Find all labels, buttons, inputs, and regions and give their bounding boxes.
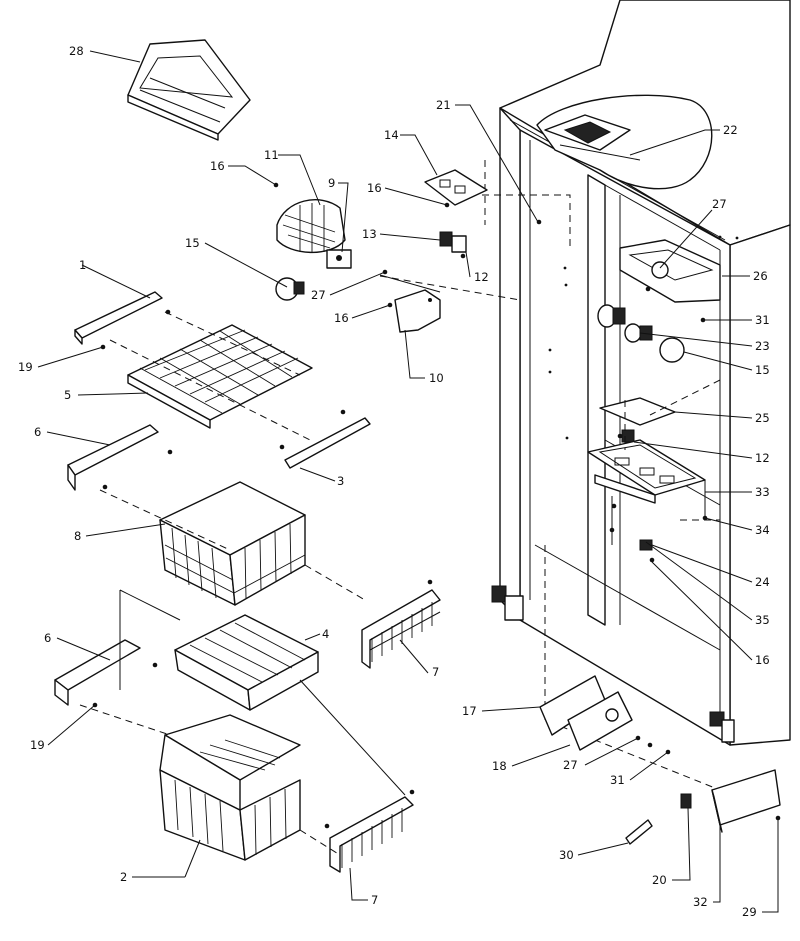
switch-assembly — [424, 169, 488, 253]
leader-lines — [37, 50, 779, 913]
shelf-rail-3 — [284, 417, 371, 469]
callout-32: 32 — [693, 895, 708, 909]
callout-16c: 16 — [367, 181, 382, 195]
callout-7b: 7 — [371, 893, 378, 907]
callout-33: 33 — [755, 485, 770, 499]
basket-lower — [159, 714, 301, 861]
toe-grille — [711, 769, 781, 833]
callout-30: 30 — [559, 848, 574, 862]
grille-panel-lower — [329, 796, 414, 873]
callout-17: 17 — [462, 704, 477, 718]
callout-5: 5 — [64, 388, 71, 402]
fan-assembly — [276, 199, 352, 269]
ice-bin — [127, 39, 251, 141]
callout-15b: 15 — [755, 363, 770, 377]
basket-middle — [174, 614, 319, 711]
callout-7: 7 — [432, 665, 439, 679]
callout-16: 16 — [210, 159, 225, 173]
callout-27: 27 — [311, 288, 326, 302]
callout-15: 15 — [185, 236, 200, 250]
callout-14: 14 — [384, 128, 399, 142]
fan-bracket — [379, 274, 441, 333]
callout-23: 23 — [755, 339, 770, 353]
shelf-rail-6 — [67, 424, 159, 491]
callout-labels: 28 11 16 9 15 27 16 10 14 16 13 12 21 22… — [18, 44, 770, 919]
cover-plates — [539, 675, 633, 751]
callout-25: 25 — [755, 411, 770, 425]
callout-6b: 6 — [44, 631, 51, 645]
basket-upper — [159, 481, 306, 606]
callout-31b: 31 — [610, 773, 625, 787]
callout-12b: 12 — [755, 451, 770, 465]
callout-8: 8 — [74, 529, 81, 543]
callout-31: 31 — [755, 313, 770, 327]
callout-35: 35 — [755, 613, 770, 627]
callout-26: 26 — [753, 269, 768, 283]
callout-16d: 16 — [755, 653, 770, 667]
callout-34: 34 — [755, 523, 770, 537]
callout-19: 19 — [18, 360, 33, 374]
callout-20: 20 — [652, 873, 667, 887]
callout-21: 21 — [436, 98, 451, 112]
callout-4: 4 — [322, 627, 329, 641]
heater-assembly — [587, 439, 706, 551]
callout-13: 13 — [362, 227, 377, 241]
callout-19b: 19 — [30, 738, 45, 752]
callout-1: 1 — [79, 258, 86, 272]
callout-3: 3 — [337, 474, 344, 488]
callout-16b: 16 — [334, 311, 349, 325]
ice-chute-housing — [536, 94, 713, 190]
callout-11: 11 — [264, 148, 279, 162]
callout-6: 6 — [34, 425, 41, 439]
callout-27c: 27 — [563, 758, 578, 772]
light-housing — [619, 239, 721, 303]
callout-27b: 27 — [712, 197, 727, 211]
shelf-rail-6b — [54, 639, 141, 706]
callout-2: 2 — [120, 870, 127, 884]
shelf-rail-1 — [74, 291, 163, 345]
callout-24: 24 — [755, 575, 770, 589]
callout-29: 29 — [742, 905, 757, 919]
light-bulb — [275, 277, 305, 301]
callout-12: 12 — [474, 270, 489, 284]
wire-shelf — [127, 324, 313, 429]
callout-10: 10 — [429, 371, 444, 385]
callout-9: 9 — [328, 176, 335, 190]
socket-and-bulb — [597, 304, 685, 363]
callout-18: 18 — [492, 759, 507, 773]
drain-tube — [625, 793, 692, 845]
callout-22: 22 — [723, 123, 738, 137]
callout-28: 28 — [69, 44, 84, 58]
grille-panel-upper — [361, 589, 441, 669]
